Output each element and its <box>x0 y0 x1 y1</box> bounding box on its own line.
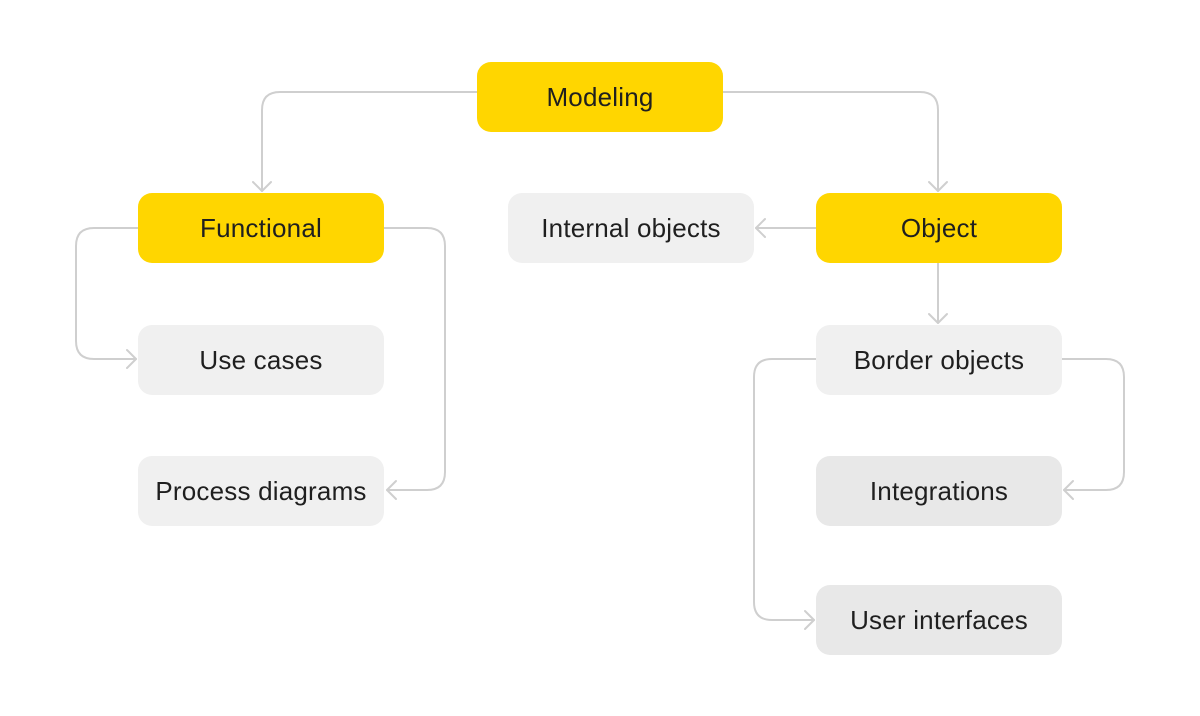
node-functional: Functional <box>138 193 384 263</box>
arrowhead-process <box>386 480 397 500</box>
arrowhead-object <box>928 181 948 192</box>
arrowhead-internal <box>755 218 766 238</box>
node-process-diagrams: Process diagrams <box>138 456 384 526</box>
arrowhead-border <box>928 313 948 324</box>
node-modeling: Modeling <box>477 62 723 132</box>
arrowhead-userinterfaces <box>804 610 815 630</box>
node-user-interfaces-label: User interfaces <box>850 604 1028 635</box>
node-process-diagrams-label: Process diagrams <box>155 475 367 506</box>
edge-functional-process <box>383 227 446 491</box>
edge-modeling-object <box>722 91 939 192</box>
node-modeling-label: Modeling <box>546 81 654 112</box>
node-user-interfaces: User interfaces <box>816 585 1062 655</box>
arrowhead-integrations <box>1063 480 1074 500</box>
arrowhead-functional <box>252 181 272 192</box>
arrowhead-usecases <box>126 349 137 369</box>
node-integrations: Integrations <box>816 456 1062 526</box>
edge-border-userinterfaces <box>753 358 817 621</box>
edge-border-integrations <box>1061 358 1125 491</box>
node-border-objects: Border objects <box>816 325 1062 395</box>
node-use-cases: Use cases <box>138 325 384 395</box>
edge-functional-usecases <box>75 227 139 360</box>
node-internal-objects: Internal objects <box>508 193 754 263</box>
node-object: Object <box>816 193 1062 263</box>
node-internal-objects-label: Internal objects <box>541 212 721 243</box>
node-integrations-label: Integrations <box>869 475 1009 506</box>
edge-modeling-functional <box>261 91 478 192</box>
node-functional-label: Functional <box>200 212 322 243</box>
node-object-label: Object <box>900 212 978 243</box>
node-border-objects-label: Border objects <box>853 344 1025 375</box>
node-use-cases-label: Use cases <box>199 344 323 375</box>
